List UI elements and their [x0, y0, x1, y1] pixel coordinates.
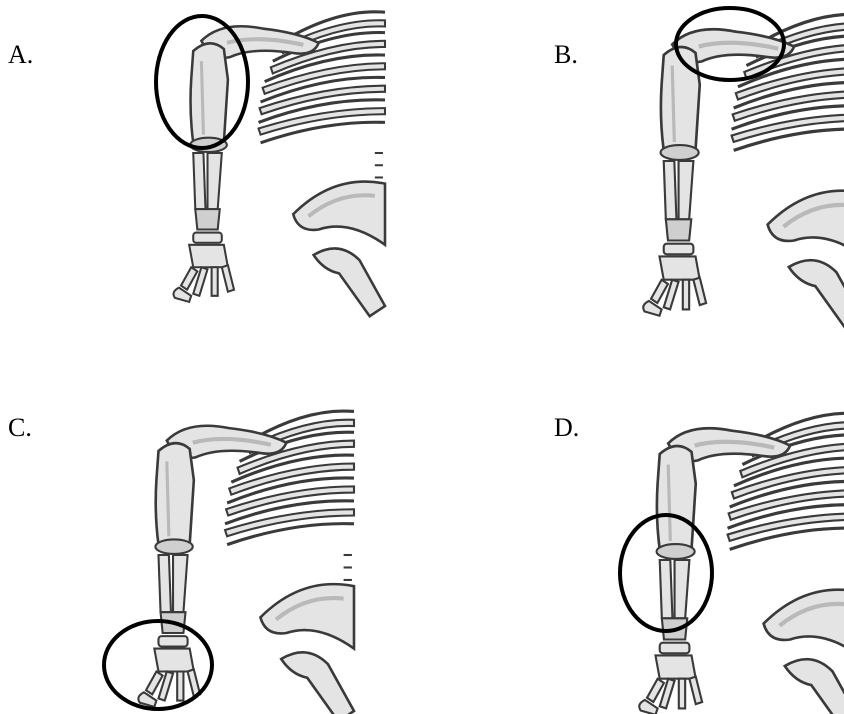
option-d-panel[interactable]: D.	[422, 357, 844, 714]
option-b-panel[interactable]: B.	[422, 0, 844, 340]
option-c-panel[interactable]: C.	[0, 357, 420, 714]
option-c-skeleton-image	[0, 357, 420, 714]
option-b-skeleton-image	[422, 0, 844, 340]
option-a-panel[interactable]: A.	[0, 0, 420, 340]
option-d-skeleton-image	[422, 357, 844, 714]
option-a-skeleton-image	[0, 0, 420, 340]
